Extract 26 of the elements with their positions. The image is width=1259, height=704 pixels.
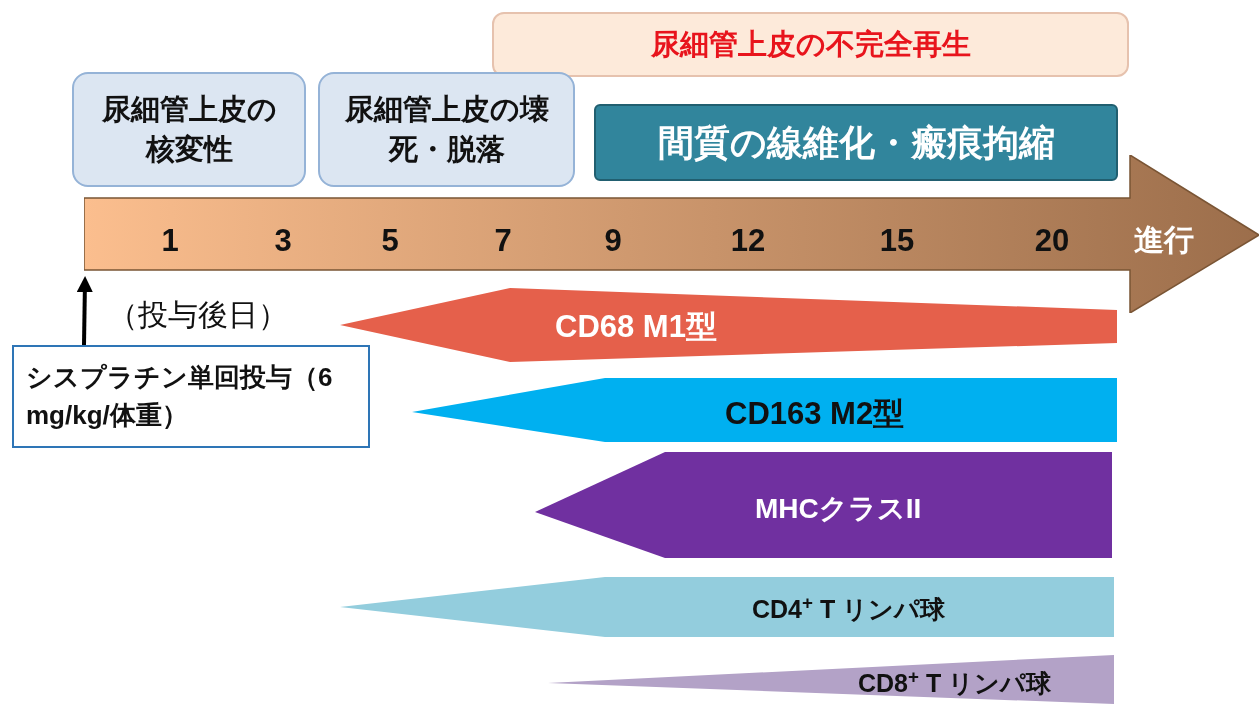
day-tick-label: 12	[730, 222, 766, 260]
node-label: 進行	[1134, 222, 1194, 258]
day-tick-label: 7	[494, 222, 512, 260]
node-label: 尿細管上皮の壊死・脱落	[344, 92, 549, 167]
axis-caption: （投与後日）	[108, 297, 288, 333]
arrow	[76, 276, 93, 346]
day-tick-label: 1	[161, 222, 179, 260]
bar-label: CD8$^{+}$ T リンパ球	[858, 665, 1052, 699]
day-tick-label: 15	[879, 222, 915, 260]
node-label: 尿細管上皮の核変性	[100, 92, 278, 167]
label-box	[12, 345, 370, 448]
day-tick-label: 20	[1034, 222, 1070, 260]
node-label: シスプラチン単回投与（6 mg/kg/体重）	[26, 360, 334, 432]
day-tick-label: 5	[381, 222, 399, 260]
day-tick-label: 9	[604, 222, 622, 260]
day-tick-label: 3	[274, 222, 292, 260]
label-box	[594, 104, 1118, 181]
label-box	[318, 72, 575, 187]
bar-label: CD163 M2型	[725, 395, 905, 433]
bar-label: CD4$^{+}$ T リンパ球	[752, 591, 946, 625]
node-label: 間質の線維化・瘢痕拘縮	[657, 120, 1055, 165]
node-label: 尿細管上皮の不完全再生	[650, 26, 971, 62]
bar-label: CD68 M1型	[555, 308, 717, 346]
bar-label: MHCクラスII	[755, 492, 922, 526]
label-box	[72, 72, 306, 187]
label-box	[492, 12, 1129, 77]
